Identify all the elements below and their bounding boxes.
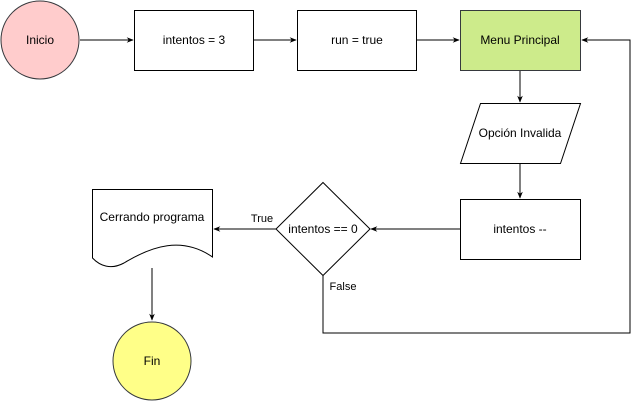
opcion-invalida-label: Opción Invalida — [479, 126, 562, 140]
cerrando-label: Cerrando programa — [100, 210, 205, 224]
edge-label-true: True — [251, 213, 273, 225]
inicio-label: Inicio — [26, 33, 54, 47]
node-fin[interactable]: Fin — [112, 321, 192, 401]
intentos-init-label: intentos = 3 — [163, 33, 226, 47]
node-cerrando[interactable]: Cerrando programa — [92, 189, 213, 268]
fin-label: Fin — [144, 354, 161, 368]
node-inicio[interactable]: Inicio — [0, 0, 80, 80]
edges — [80, 37, 631, 334]
intentos-check-label: intentos == 0 — [288, 222, 358, 236]
edge-intentos-check-to-menu-principal — [322, 37, 631, 334]
node-intentos-init[interactable]: intentos = 3 — [134, 10, 254, 71]
node-run-true[interactable]: run = true — [297, 10, 417, 71]
intentos-init-shape — [134, 10, 254, 71]
opcion-invalida-shape — [459, 103, 582, 164]
run-true-label: run = true — [331, 33, 383, 47]
intentos-decrement-label: intentos -- — [493, 222, 546, 236]
node-menu-principal[interactable]: Menu Principal — [460, 10, 581, 71]
node-opcion-invalida[interactable]: Opción Invalida — [459, 103, 582, 164]
node-intentos-decrement[interactable]: intentos -- — [460, 199, 581, 260]
menu-principal-shape — [460, 10, 581, 71]
menu-principal-label: Menu Principal — [480, 33, 559, 47]
edge-label-false: False — [330, 281, 357, 293]
fin-shape — [112, 321, 192, 401]
node-intentos-check[interactable]: intentos == 0 — [275, 181, 371, 277]
intentos-check-shape — [275, 181, 371, 277]
inicio-shape — [0, 0, 80, 80]
intentos-decrement-shape — [460, 199, 581, 260]
cerrando-shape — [92, 189, 213, 268]
run-true-shape — [297, 10, 417, 71]
